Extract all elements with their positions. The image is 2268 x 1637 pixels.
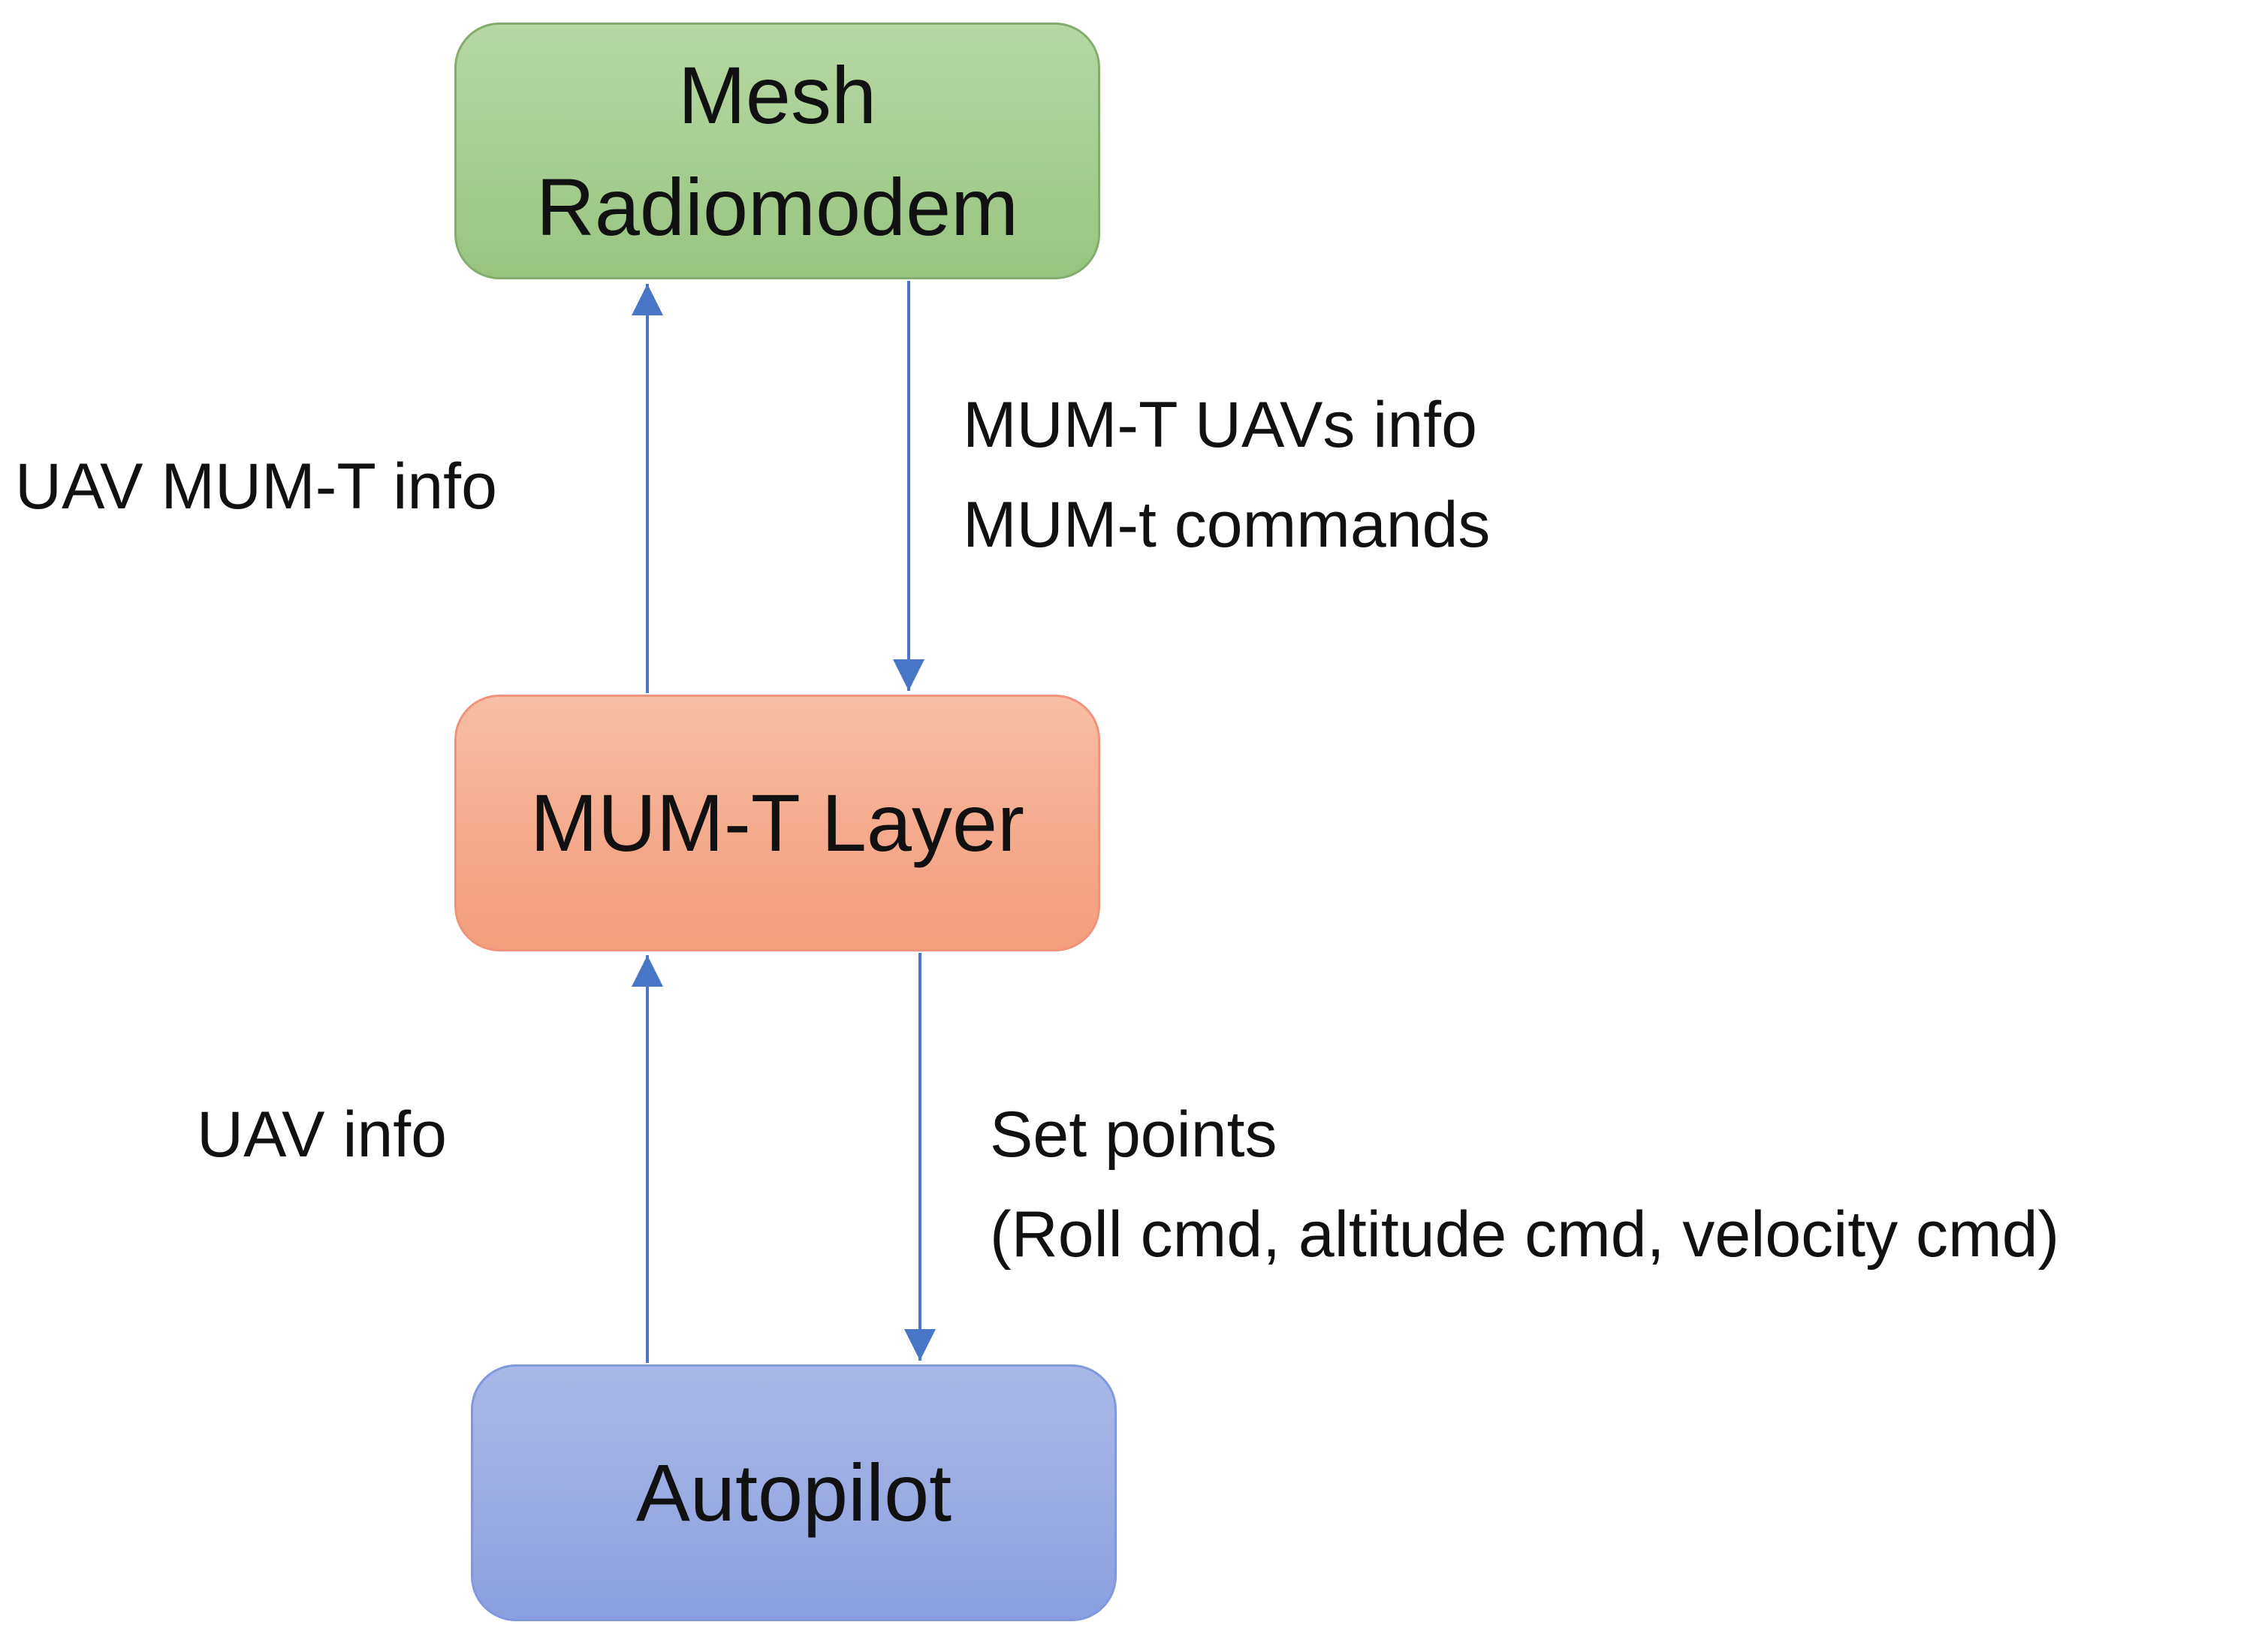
edge-label-uav-info-text: UAV info: [197, 1099, 447, 1171]
arrow-layer-to-mesh: [632, 284, 663, 693]
edge-label-set-points-detail: (Roll cmd, altitude cmd, velocity cmd): [990, 1198, 2060, 1271]
mesh-radiomodem-label-line2: Radiomodem: [535, 161, 1019, 252]
edge-label-mumt-uavs-info: MUM-T UAVs info: [963, 389, 1477, 461]
arrow-layer-to-autopilot: [904, 953, 936, 1361]
autopilot-node: Autopilot: [471, 1364, 1117, 1621]
edge-label-uav-info: UAV info: [197, 1085, 447, 1185]
edge-label-mesh-to-layer: MUM-T UAVs info MUM-t commands: [963, 375, 1490, 576]
arrow-autopilot-to-layer: [632, 955, 663, 1363]
edge-label-set-points: Set points (Roll cmd, altitude cmd, velo…: [990, 1085, 2059, 1286]
mesh-radiomodem-label-line1: Mesh: [677, 49, 877, 140]
mumt-layer-node: MUM-T Layer: [454, 695, 1100, 951]
autopilot-label: Autopilot: [635, 1447, 952, 1539]
edge-label-uav-mumt-info-text: UAV MUM-T info: [15, 451, 497, 523]
edge-label-uav-mumt-info: UAV MUM-T info: [15, 437, 497, 537]
edge-label-mumt-commands: MUM-t commands: [963, 489, 1491, 562]
arrow-mesh-to-layer: [893, 281, 924, 691]
mumt-layer-label: MUM-T Layer: [529, 777, 1025, 869]
mesh-radiomodem-node: Mesh Radiomodem: [454, 23, 1100, 279]
edge-label-set-points-title: Set points: [990, 1099, 1277, 1171]
